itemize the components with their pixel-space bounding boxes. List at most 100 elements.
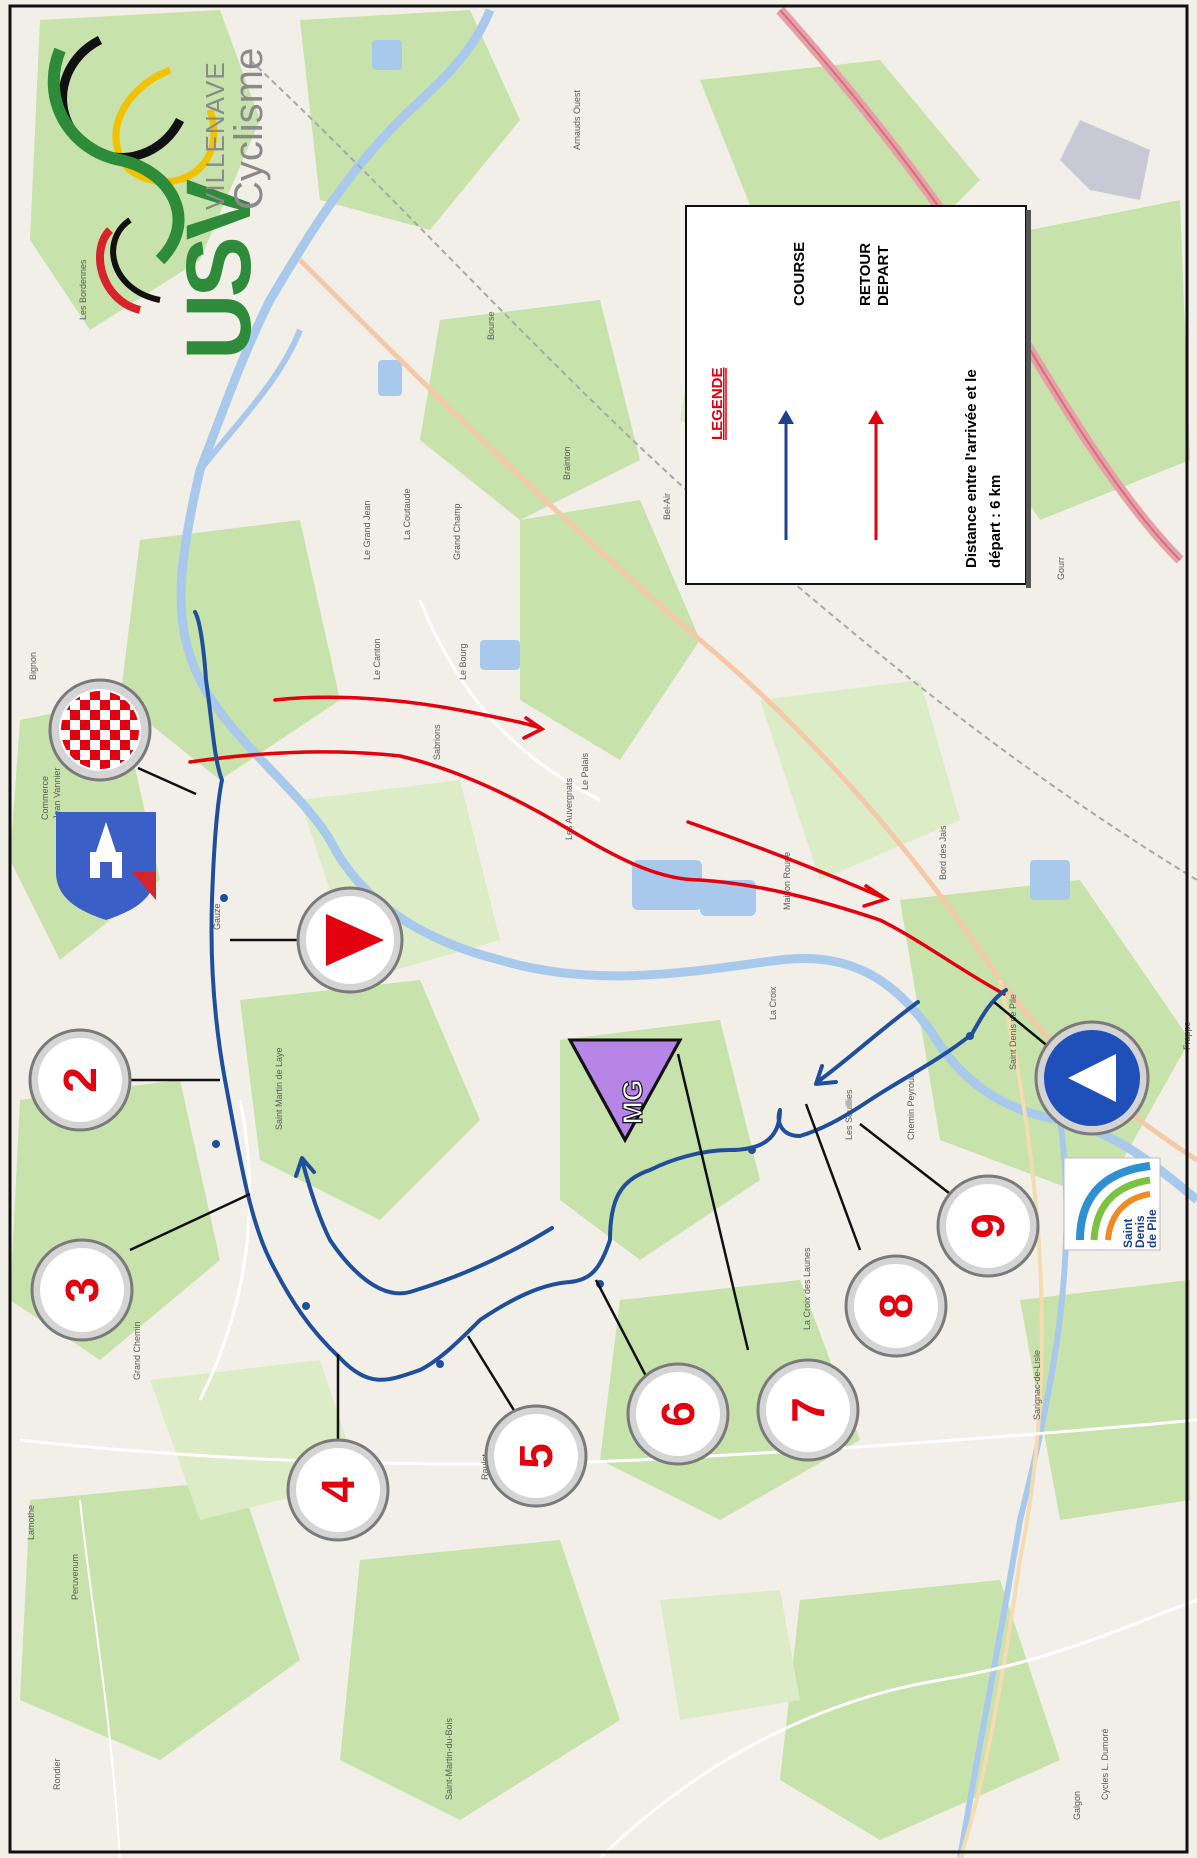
checkpoint-number: 4 [312, 1477, 364, 1503]
place-label: La Croix des Launes [802, 1247, 812, 1330]
town-logo-line3: de Pile [1145, 1209, 1159, 1248]
town-logo-line2: Denis [1133, 1215, 1147, 1248]
place-label: Bord des Jais [938, 825, 948, 880]
place-label: Grand Champ [452, 503, 462, 560]
place-label: Sarignac-de-Lisle [1032, 1350, 1042, 1420]
checkpoint-number: 9 [962, 1213, 1014, 1239]
legend-box: LEGENDE COURSE RETOUR DEPART Distance en… [685, 205, 1031, 588]
club-logo-sport: Cyclisme [227, 48, 271, 210]
secondary-road [19, 1418, 1197, 1466]
place-label: La Croix [768, 986, 778, 1020]
legend-title: LEGENDE [709, 367, 726, 440]
place-label: Gourr [1056, 557, 1066, 580]
legend-return-label-2: DEPART [875, 245, 892, 306]
place-label: Jean Vannier [52, 768, 62, 820]
race-route [193, 610, 1008, 1382]
place-label: Raulet [480, 1453, 490, 1480]
checkpoint-marker-5: 5 [484, 1404, 588, 1508]
club-logo-name: VILLENAVE [200, 61, 230, 210]
checkpoint-marker-6: 6 [626, 1362, 730, 1466]
race-detour-arrow [300, 1158, 554, 1296]
place-label: Les Bordennes [78, 259, 88, 320]
club-logo: USV VILLENAVE Cyclisme [47, 35, 271, 360]
sprint-marker [296, 886, 404, 994]
place-label: Gauze [212, 903, 222, 930]
place-label: Lamothe [26, 1505, 36, 1540]
map-frame [8, 4, 1189, 1854]
red-triangle-icon [326, 914, 384, 966]
race-detour-arrow-head [294, 1156, 316, 1178]
place-label: Bel-Air [662, 493, 672, 520]
lakes [372, 40, 1070, 916]
checkpoint-marker-7: 7 [756, 1358, 860, 1462]
club-logo-swoosh-yellow [112, 66, 218, 186]
legend-course-label: COURSE [791, 242, 808, 306]
numbered-markers: 2 3 4 5 6 7 8 [28, 1028, 1040, 1542]
legend-return-arrow-head [868, 410, 884, 424]
race-route-line [193, 610, 1008, 1382]
return-arrow-2-head [862, 884, 891, 908]
place-label: La Coutaude [402, 488, 412, 540]
start-marker [1034, 1020, 1150, 1136]
place-label: Peruvenum [70, 1554, 80, 1600]
river [176, 8, 1197, 1204]
river-branch [197, 328, 303, 472]
secondary-road-2 [598, 1598, 1197, 1858]
return-arrow-1 [273, 695, 542, 730]
town-logo-line1: Saint [1121, 1219, 1135, 1248]
checkpoint-marker-2: 2 [28, 1028, 132, 1132]
place-label: Chemin Peyrout [906, 1075, 916, 1140]
blue-triangle-icon [1068, 1054, 1116, 1102]
place-label: Rondier [52, 1758, 62, 1790]
checkered-flag-icon [59, 689, 141, 771]
place-label: Les Auvergnats [564, 777, 574, 840]
checkpoint-number: 6 [652, 1401, 704, 1427]
club-logo-letters: USV [168, 179, 270, 360]
place-label: Bignon [28, 652, 38, 680]
race-direction-arrow [818, 1000, 920, 1082]
checkpoint-number: 2 [54, 1067, 106, 1093]
town-logo: Saint Denis de Pile [1063, 1157, 1161, 1251]
club-logo-swoosh-green [47, 47, 185, 265]
main-road-2 [958, 979, 1044, 1858]
return-route [188, 695, 1006, 996]
place-label: Commerce [40, 776, 50, 820]
checkpoint-number: 7 [782, 1397, 834, 1423]
place-label: Saint Denis de Pile [1008, 994, 1018, 1070]
legend-distance-line2: départ : 6 km [987, 475, 1004, 568]
checkpoint-marker-8: 8 [844, 1254, 948, 1358]
place-label: Brainton [562, 446, 572, 480]
checkpoint-number: 3 [56, 1277, 108, 1303]
place-label: Galgon [1072, 1791, 1082, 1820]
place-label: Arnauds Ouest [572, 89, 582, 150]
race-direction-arrow-head [814, 1064, 838, 1086]
airport [1060, 120, 1150, 200]
club-logo-swoosh-black-2 [110, 217, 161, 303]
return-arrow-1-head [522, 716, 546, 740]
place-label: Grand Chemin [132, 1321, 142, 1380]
place-label: Sabrions [432, 724, 442, 760]
checkpoint-number: 5 [510, 1443, 562, 1469]
place-labels: Commerce Jean Vannier Les Bordennes Sain… [26, 89, 1192, 1820]
place-label: Le Canton [372, 638, 382, 680]
secondary-road-3 [198, 1099, 252, 1401]
checkpoint-marker-4: 4 [286, 1438, 390, 1542]
checkpoint-number: 8 [870, 1293, 922, 1319]
secondary-road-5 [79, 1499, 121, 1858]
legend-return-label-1: RETOUR [857, 243, 874, 306]
place-label: Saint-Martin-du-Bois [444, 1717, 454, 1800]
place-label: Le Palais [580, 752, 590, 790]
marker-leaders [129, 766, 1051, 1440]
place-label: Bourse [486, 311, 496, 340]
checkpoint-marker-3: 3 [30, 1238, 134, 1342]
club-logo-swoosh-red [96, 227, 142, 314]
town-shield [56, 812, 156, 920]
checkpoint-marker-9: 9 [936, 1174, 1040, 1278]
place-label: Maison Rouge [782, 852, 792, 910]
place-label: Cycles L. Dumoré [1100, 1728, 1110, 1800]
return-arrow-2 [686, 820, 886, 900]
place-label: Saint Martin de Laye [274, 1047, 284, 1130]
railway [249, 59, 1197, 881]
mountain-label: MG [617, 1079, 648, 1124]
